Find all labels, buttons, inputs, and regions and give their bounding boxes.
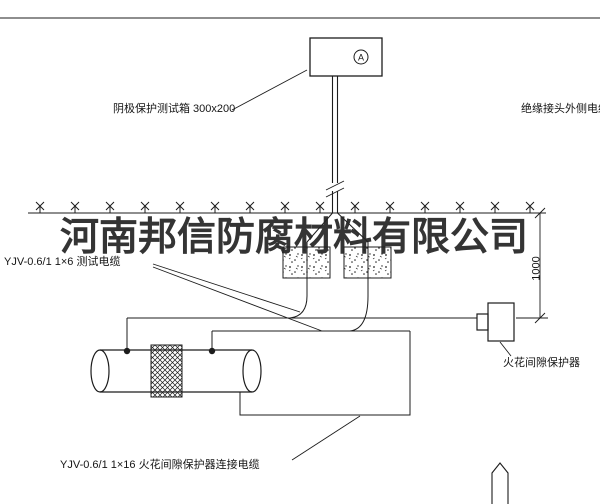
spark-gap-protector-label: 火花间隙保护器 (503, 357, 580, 369)
concrete-blocks (282, 246, 392, 279)
test-box-label: 阴极保护测试箱 300x200 (113, 103, 236, 115)
protector-label-leader (499, 341, 512, 357)
test-box: A (309, 37, 383, 77)
cable-runs (123, 317, 477, 355)
riser-conduit (325, 76, 345, 213)
depth-dimension-text: 1000 (530, 256, 543, 281)
weld-point-right (208, 347, 216, 355)
test-cable-leader-lines (152, 263, 323, 332)
protector-cable-leader-line (291, 415, 361, 461)
weld-point-left (123, 347, 131, 355)
spark-gap-protector (476, 302, 515, 357)
pipeline (90, 344, 262, 398)
test-cables (289, 212, 369, 332)
depth-dimension (516, 207, 548, 324)
ground-rod-symbol (491, 462, 509, 504)
company-watermark: 河南邦信防腐材料有限公司 (60, 216, 529, 259)
insulating-joint (150, 344, 183, 398)
insulated-joint-cable-label: 绝缘接头外侧电缆 (521, 103, 600, 115)
protector-cable-label: YJV-0.6/1 1×16 火花间隙保护器连接电缆 (60, 459, 260, 471)
protector-cable (239, 331, 411, 416)
test-box-leader-line (231, 69, 308, 111)
ammeter-symbol: A (358, 53, 364, 63)
pipe-break-symbol (325, 180, 345, 198)
test-cable-label: YJV-0.6/1 1×6 测试电缆 (4, 256, 121, 268)
